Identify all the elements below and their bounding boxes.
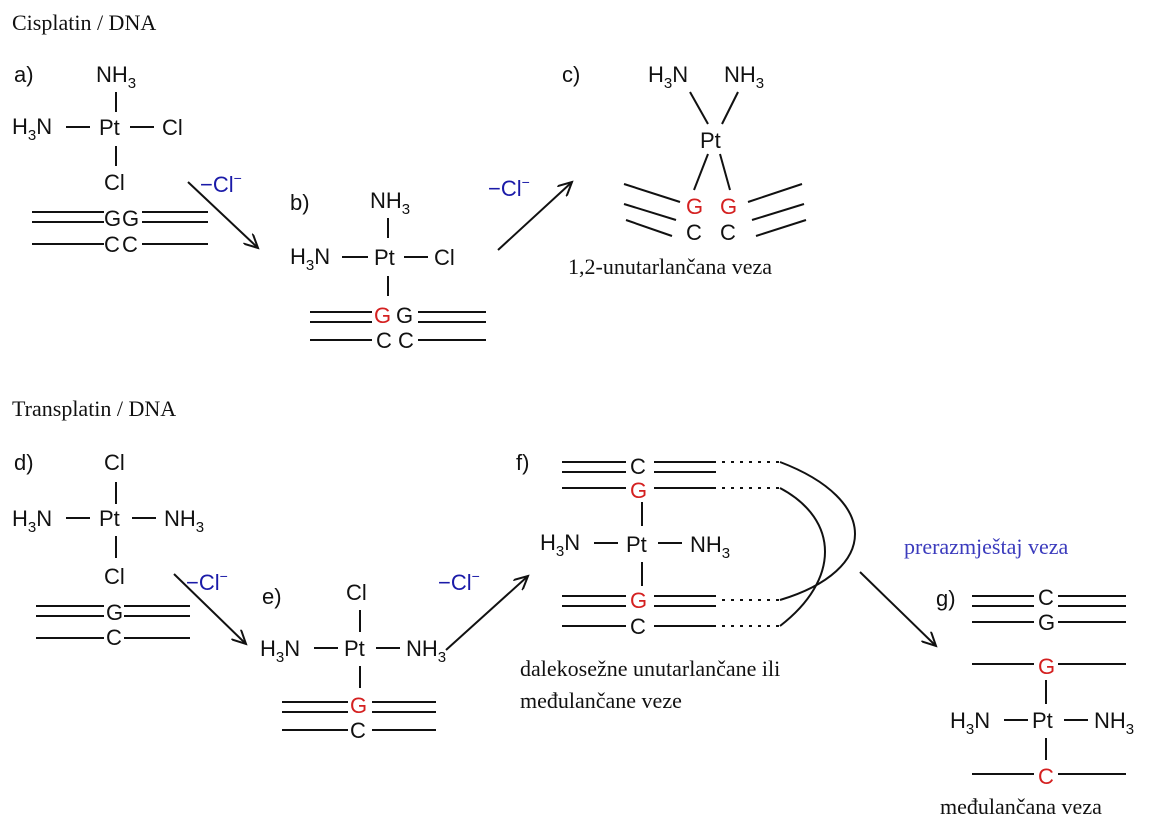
panel-g-nh3-right: NH3	[1094, 708, 1134, 738]
panel-g-label: g)	[936, 586, 956, 611]
panel-a-nh3-top: NH3	[96, 62, 136, 92]
panel-c-pt: Pt	[700, 128, 721, 153]
panel-f-strand-loop-inner	[779, 487, 826, 627]
panel-e-base-g-bound: G	[350, 693, 367, 718]
panel-a-base-c2: C	[122, 232, 138, 257]
panel-c-label: c)	[562, 62, 580, 87]
panel-f-label: f)	[516, 450, 529, 475]
panel-b-base-c1: C	[376, 328, 392, 353]
panel-f-base-g-top: G	[630, 478, 647, 503]
panel-a-cl-bottom: Cl	[104, 170, 125, 195]
panel-c-base-g2: G	[720, 194, 737, 219]
panel-e-pt: Pt	[344, 636, 365, 661]
panel-b-base-g-bound: G	[374, 303, 391, 328]
cisplatin-section-title: Cisplatin / DNA	[12, 10, 156, 35]
panel-a-base-g2: G	[122, 206, 139, 231]
reagent-e-to-f: −Cl−	[438, 568, 480, 595]
panel-e-base-c: C	[350, 718, 366, 743]
panel-d-pt: Pt	[99, 506, 120, 531]
panel-d-cl-top: Cl	[104, 450, 125, 475]
panel-c-nh3: NH3	[724, 62, 764, 92]
panel-f-base-g-bottom: G	[630, 588, 647, 613]
panel-c-base-g1: G	[686, 194, 703, 219]
panel-b-label: b)	[290, 190, 310, 215]
panel-b-base-c2: C	[398, 328, 414, 353]
arrow-d-to-e	[173, 573, 246, 644]
panel-e-nh3-right: NH3	[406, 636, 446, 666]
panel-g-h3n-left: H3N	[950, 708, 990, 738]
panel-f: f) C G H3N Pt NH3 G C dalekosežne unutar…	[516, 450, 856, 713]
panel-c-caption: 1,2-unutarlančana veza	[568, 254, 772, 279]
panel-e-h3n-left: H3N	[260, 636, 300, 666]
arrow-a-to-b	[187, 181, 258, 248]
panel-a: a) NH3 H3N Pt Cl Cl G G C C	[12, 62, 208, 257]
panel-g-base-c-bound: C	[1038, 764, 1054, 789]
panel-e: e) Cl H3N Pt NH3 G C	[260, 580, 446, 743]
panel-a-pt: Pt	[99, 115, 120, 140]
panel-a-cl-right: Cl	[162, 115, 183, 140]
panel-g-pt: Pt	[1032, 708, 1053, 733]
panel-a-base-g1: G	[104, 206, 121, 231]
panel-f-caption-line1: dalekosežne unutarlančane ili	[520, 656, 780, 681]
panel-g-base-g-top: G	[1038, 610, 1055, 635]
reagent-d-to-e: −Cl−	[186, 568, 228, 595]
panel-d-cl-bottom: Cl	[104, 564, 125, 589]
panel-d-h3n-left: H3N	[12, 506, 52, 536]
arrow-f-to-g	[859, 571, 936, 646]
panel-c-base-c2: C	[720, 220, 736, 245]
panel-f-pt: Pt	[626, 532, 647, 557]
panel-f-h3n-left: H3N	[540, 530, 580, 560]
arrow-e-to-f	[445, 576, 528, 651]
panel-e-label: e)	[262, 584, 282, 609]
panel-c-h3n: H3N	[648, 62, 688, 92]
reagent-a-to-b: −Cl−	[200, 170, 242, 197]
panel-d-nh3-right: NH3	[164, 506, 204, 536]
panel-f-base-c-bottom: C	[630, 614, 646, 639]
panel-b-pt: Pt	[374, 245, 395, 270]
panel-f-caption-line2: međulančane veze	[520, 688, 682, 713]
arrow-b-to-c	[497, 182, 572, 251]
panel-g-base-g-bound: G	[1038, 654, 1055, 679]
panel-g-caption: međulančana veza	[940, 794, 1102, 819]
panel-d: d) Cl H3N Pt NH3 Cl G C	[12, 450, 204, 650]
panel-c-base-c1: C	[686, 220, 702, 245]
panel-e-cl-top: Cl	[346, 580, 367, 605]
panel-b-h3n-left: H3N	[290, 244, 330, 274]
panel-b-cl-right: Cl	[434, 245, 455, 270]
panel-b: b) NH3 H3N Pt Cl G G C C	[290, 188, 486, 353]
transplatin-section-title: Transplatin / DNA	[12, 396, 176, 421]
panel-d-base-c: C	[106, 625, 122, 650]
panel-d-label: d)	[14, 450, 34, 475]
panel-a-label: a)	[14, 62, 34, 87]
panel-b-base-g: G	[396, 303, 413, 328]
panel-a-base-c1: C	[104, 232, 120, 257]
panel-f-base-c-top: C	[630, 454, 646, 479]
reagent-b-to-c: −Cl−	[488, 174, 530, 201]
panel-b-nh3-top: NH3	[370, 188, 410, 218]
panel-f-strand-loop-outer	[779, 461, 856, 601]
panel-f-nh3-right: NH3	[690, 532, 730, 562]
panel-c: c) H3N NH3 Pt G G C C 1,2-unutarlančana …	[562, 62, 807, 279]
panel-g-base-c-top: C	[1038, 585, 1054, 610]
rearrangement-label: prerazmještaj veza	[904, 534, 1069, 559]
panel-d-base-g: G	[106, 600, 123, 625]
panel-g: g) C G G H3N Pt NH3 C međulančana veza	[936, 585, 1134, 819]
panel-a-h3n-left: H3N	[12, 114, 52, 144]
